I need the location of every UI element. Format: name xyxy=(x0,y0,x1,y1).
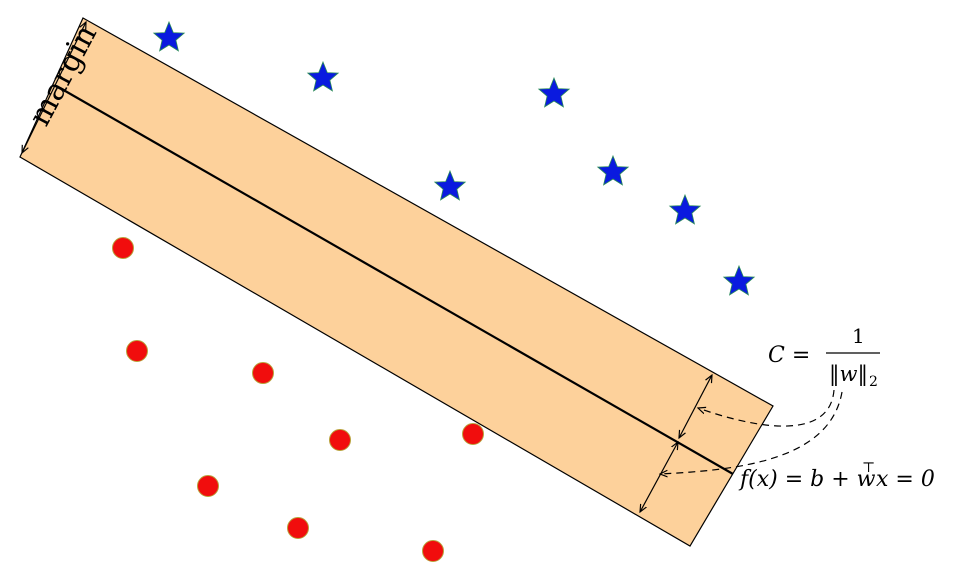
positive-class-points xyxy=(152,20,756,296)
decision-function-formula: f(x) = b + w ⊤ x = 0 xyxy=(738,460,935,492)
star-icon xyxy=(596,154,630,186)
formula-c-numerator: 1 xyxy=(852,324,865,348)
star-icon xyxy=(722,264,756,296)
leader-curve-lower xyxy=(660,391,843,474)
circle-icon xyxy=(422,540,444,562)
star-icon xyxy=(433,169,467,201)
star-icon xyxy=(306,60,340,92)
circle-icon xyxy=(462,423,484,445)
formula-f-tail: x = 0 xyxy=(876,467,935,492)
margin-width-arrow xyxy=(22,22,86,153)
circle-icon xyxy=(252,362,274,384)
circle-icon xyxy=(197,475,219,497)
leader-curve-upper xyxy=(698,389,835,427)
formula-c-subscript: 2 xyxy=(869,374,878,390)
star-icon xyxy=(152,20,186,52)
formula-c-denominator: ‖w‖ xyxy=(829,362,868,387)
negative-class-points xyxy=(112,237,484,562)
circle-icon xyxy=(287,517,309,539)
decision-boundary xyxy=(59,87,734,475)
formula-f-main: f(x) = b + w xyxy=(738,467,876,492)
circle-icon xyxy=(329,429,351,451)
circle-icon xyxy=(112,237,134,259)
star-icon xyxy=(668,193,702,225)
formula-f-transpose: ⊤ xyxy=(862,460,875,476)
formula-c-lhs: C = xyxy=(768,343,810,368)
circle-icon xyxy=(126,340,148,362)
star-icon xyxy=(537,76,571,108)
margin-constant-formula: C = 1 ‖w‖ 2 xyxy=(768,324,880,390)
half-margin-arrow-upper xyxy=(679,375,712,438)
